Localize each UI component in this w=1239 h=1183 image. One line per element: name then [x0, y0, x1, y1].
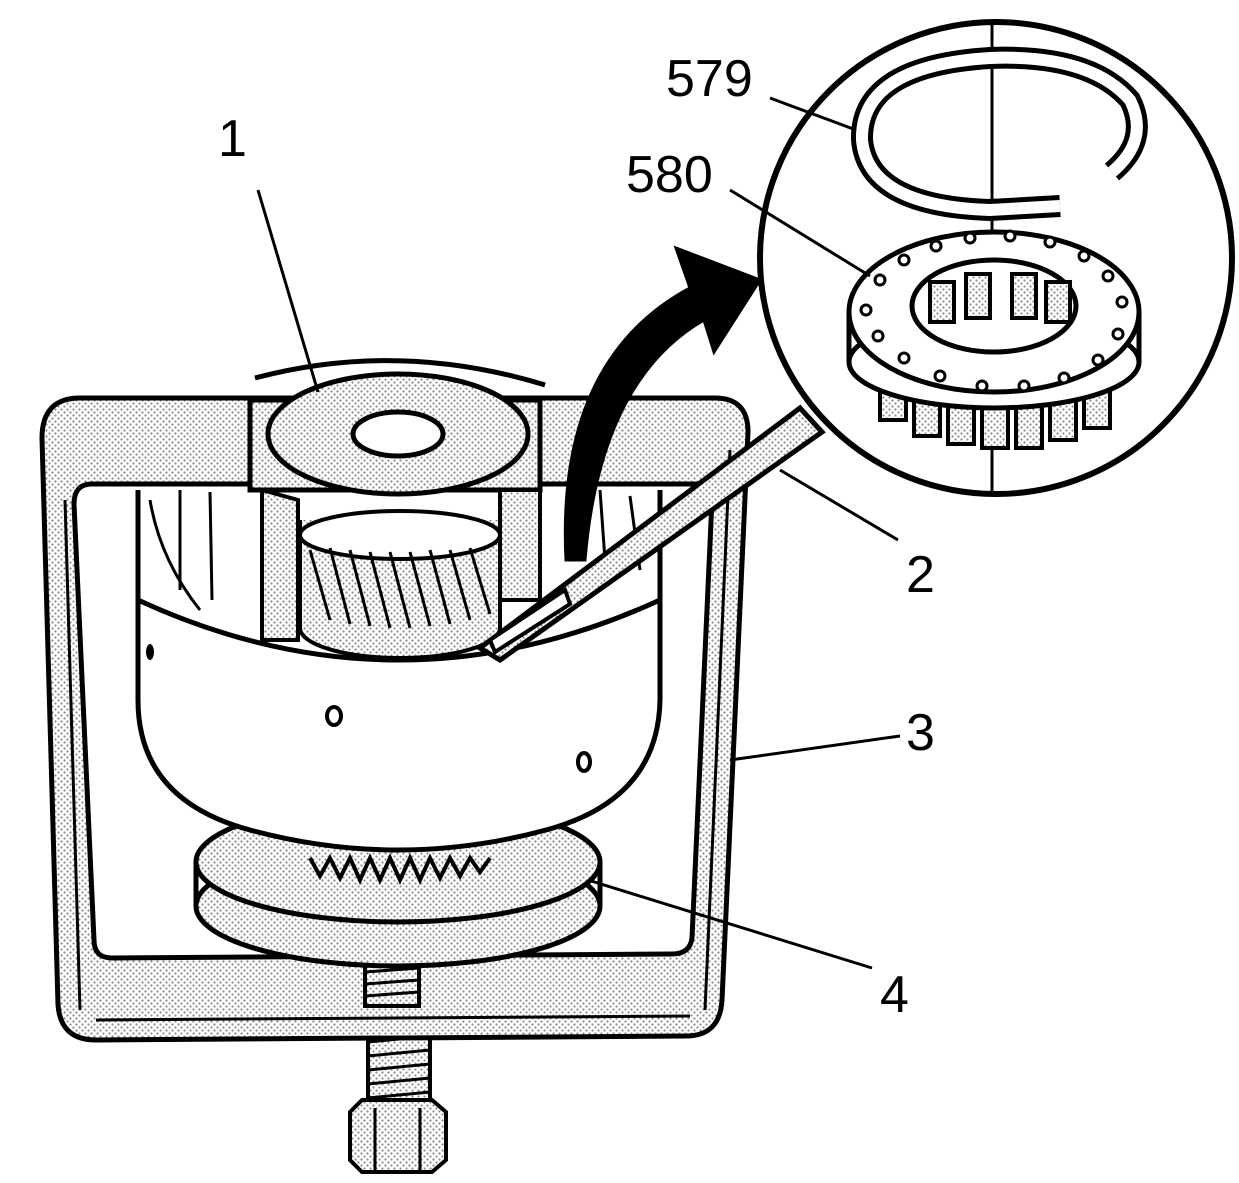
callout-4: 4 — [880, 966, 909, 1024]
leader-1 — [256, 189, 320, 393]
callout-1: 1 — [218, 110, 247, 168]
leader-579 — [769, 96, 857, 132]
callout-2: 2 — [906, 546, 935, 604]
leader-4 — [587, 878, 873, 970]
threaded-screw — [348, 1028, 448, 1174]
callout-3: 3 — [906, 704, 935, 762]
inner-gear — [298, 509, 502, 660]
callout-580: 580 — [626, 146, 713, 204]
snap-ring — [850, 46, 1148, 222]
callout-579: 579 — [666, 50, 753, 108]
leader-lines — [256, 96, 901, 970]
pry-tool — [475, 404, 826, 663]
leader-580 — [729, 188, 871, 278]
leader-3 — [729, 734, 901, 762]
top-fixture-plate — [247, 358, 546, 642]
leader-2 — [779, 468, 899, 542]
spring-retainer — [846, 229, 1142, 450]
detail-magnifier — [757, 19, 1235, 497]
